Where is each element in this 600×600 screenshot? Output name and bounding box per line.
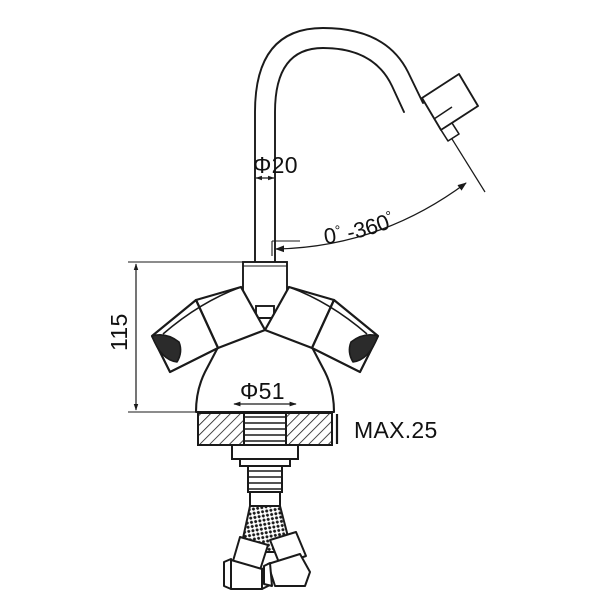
dim-body-height <box>128 261 280 413</box>
swivel-degree-1: ° <box>334 222 342 239</box>
dim-label-body-height: 115 <box>106 313 132 351</box>
swivel-arc-group <box>271 182 467 256</box>
threaded-shank <box>243 412 287 446</box>
shank-lower <box>247 465 283 493</box>
aerator <box>421 73 479 142</box>
spout-gooseneck <box>254 27 424 263</box>
swivel-degree-2: ° <box>384 207 395 224</box>
annotation-swivel-range: 0° -360° <box>322 207 394 249</box>
swivel-prefix: 0 <box>322 223 338 249</box>
swivel-arc <box>275 182 467 253</box>
dim-label-base-diameter: Φ51 <box>240 378 285 404</box>
aerator-leader-line <box>451 138 486 193</box>
dim-label-max-deck-thickness: MAX.25 <box>354 417 438 443</box>
swivel-separator: - <box>339 219 357 246</box>
hose-fitting-right <box>263 531 311 587</box>
shank-spacer <box>249 491 281 507</box>
handle-left[interactable] <box>150 285 267 374</box>
lock-nut <box>231 444 299 467</box>
deck-plate <box>197 412 339 446</box>
dim-label-spout-diameter: Φ20 <box>253 152 298 178</box>
handle-right[interactable] <box>263 285 380 374</box>
